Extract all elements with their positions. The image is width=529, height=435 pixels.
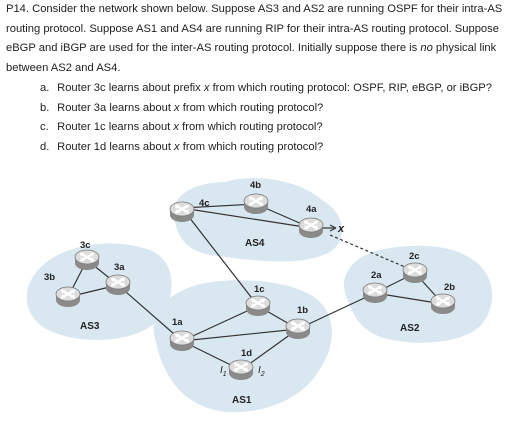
router-2b (429, 292, 457, 316)
router-1d (227, 358, 255, 382)
link-1a-1b (181, 328, 299, 342)
as3-cloud (26, 243, 172, 340)
router-icon (429, 292, 457, 316)
label-2c: 2c (409, 251, 420, 262)
label-3c: 3c (80, 240, 91, 251)
label-1d: 1d (241, 348, 252, 359)
as3-label: AS3 (80, 321, 100, 332)
question-letter: d. (40, 140, 50, 153)
router-2a (361, 281, 389, 305)
intro-text-b: physical link between AS2 and AS4. (6, 42, 497, 74)
interface-i2-label: I2 (258, 365, 265, 378)
label-1a: 1a (172, 317, 183, 328)
label-4c: 4c (199, 198, 210, 209)
router-icon (227, 358, 255, 382)
arrow-head-bottom (329, 227, 337, 232)
router-icon (297, 216, 325, 240)
label-3b: 3b (44, 272, 55, 283)
link-4c-4b (181, 203, 257, 209)
dashed-link-4a-2c (329, 234, 406, 268)
network-figure: 3c 3b 3a 4c 4b 4a 1c 1a 1b 1d 2a 2c 2b A… (0, 160, 529, 430)
label-4a: 4a (306, 204, 317, 215)
router-icon (54, 285, 82, 309)
router-3b (54, 285, 82, 309)
link-4c-1c (181, 207, 259, 307)
intro-emphasis: no (420, 42, 433, 54)
as2-cloud (343, 245, 493, 343)
label-1c: 1c (254, 284, 265, 295)
router-1b (284, 317, 312, 341)
problem-number: P14. (6, 3, 30, 15)
link-1b-2a (297, 292, 376, 330)
router-icon (104, 273, 132, 297)
router-icon (284, 317, 312, 341)
router-icon (401, 261, 429, 285)
question-list: a. Router 3c learns about prefix x from … (6, 79, 526, 157)
router-icon (361, 281, 389, 305)
question-c: c. Router 1c learns about x from which r… (40, 118, 526, 138)
router-icon (242, 192, 270, 216)
question-a: a. Router 3c learns about prefix x from … (40, 79, 526, 99)
as4-label: AS4 (245, 238, 265, 249)
problem-text: P14. Consider the network shown below. S… (6, 0, 526, 157)
label-1b: 1b (297, 305, 308, 316)
router-2c (401, 261, 429, 285)
prefix-x-label: x (337, 223, 345, 235)
intro-text-a: Consider the network shown below. Suppos… (6, 3, 503, 54)
router-icon (244, 294, 272, 318)
label-3a: 3a (114, 262, 125, 273)
label-2b: 2b (444, 282, 455, 293)
question-letter: b. (40, 101, 50, 114)
question-letter: a. (40, 82, 50, 94)
as1-cloud (153, 280, 332, 413)
router-4b (242, 192, 270, 216)
router-3a (104, 273, 132, 297)
link-3a-1a (117, 284, 183, 342)
problem-intro: P14. Consider the network shown below. S… (6, 0, 526, 78)
router-icon (168, 200, 196, 224)
question-b: b. Router 3a learns about x from which r… (40, 99, 526, 119)
router-4a (297, 216, 325, 240)
router-icon (168, 329, 196, 353)
link-4c-4a (181, 207, 312, 229)
router-1c (244, 294, 272, 318)
router-1a (168, 329, 196, 353)
question-letter: c. (40, 121, 49, 133)
interface-i1-label: I1 (220, 365, 227, 378)
link-1c-1a (181, 305, 259, 342)
router-4c (168, 200, 196, 224)
label-2a: 2a (371, 270, 382, 281)
network-diagram: 3c 3b 3a 4c 4b 4a 1c 1a 1b 1d 2a 2c 2b A… (26, 178, 493, 413)
as1-label: AS1 (232, 395, 252, 406)
label-4b: 4b (250, 180, 261, 191)
router-icon (73, 248, 101, 272)
arrow-head-top (329, 224, 337, 229)
question-d: d. Router 1d learns about x from which r… (40, 138, 526, 158)
as2-label: AS2 (400, 323, 420, 334)
router-3c (73, 248, 101, 272)
